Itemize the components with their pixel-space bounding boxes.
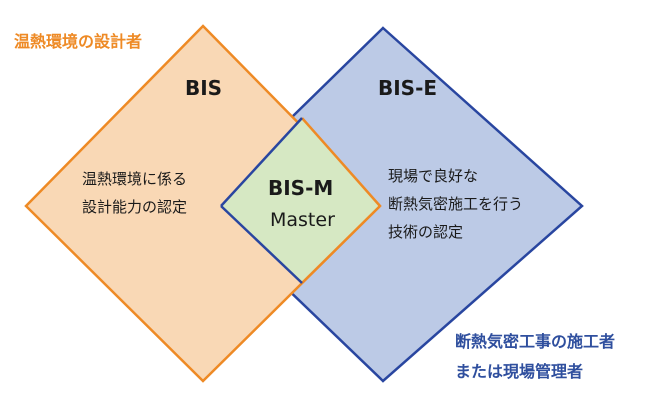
bis-e-edge-top-left bbox=[220, 117, 303, 207]
bis-e-description-line-2: 断熱気密施工を行う bbox=[388, 195, 524, 213]
bis-e-description-line-3: 技術の認定 bbox=[388, 223, 464, 241]
bis-edge-bottom-right bbox=[301, 205, 381, 284]
bis-e-edge-bottom-left bbox=[220, 205, 303, 284]
constructor-label: 断熱気密工事の施工者 または現場管理者 bbox=[455, 327, 615, 387]
bis-description-line-2: 設計能力の認定 bbox=[82, 198, 188, 216]
constructor-label-line-2: または現場管理者 bbox=[455, 362, 584, 381]
bis-m-subtitle: Master bbox=[270, 209, 335, 231]
bis-e-title: BIS-E bbox=[378, 76, 438, 100]
bis-title: BIS bbox=[185, 76, 223, 100]
designer-label: 温熱環境の設計者 bbox=[14, 32, 143, 51]
bis-e-description-line-1: 現場で良好な bbox=[388, 167, 479, 185]
bis-m-overlap bbox=[221, 118, 380, 283]
bis-edge-top-right bbox=[301, 117, 381, 207]
bis-description-line-1: 温熱環境に係る bbox=[82, 170, 188, 188]
bis-e-description: 現場で良好な 断熱気密施工を行う 技術の認定 bbox=[388, 162, 523, 246]
constructor-label-line-1: 断熱気密工事の施工者 bbox=[455, 332, 616, 351]
bis-description: 温熱環境に係る 設計能力の認定 bbox=[82, 165, 187, 221]
bis-m-title: BIS-M bbox=[268, 176, 334, 200]
